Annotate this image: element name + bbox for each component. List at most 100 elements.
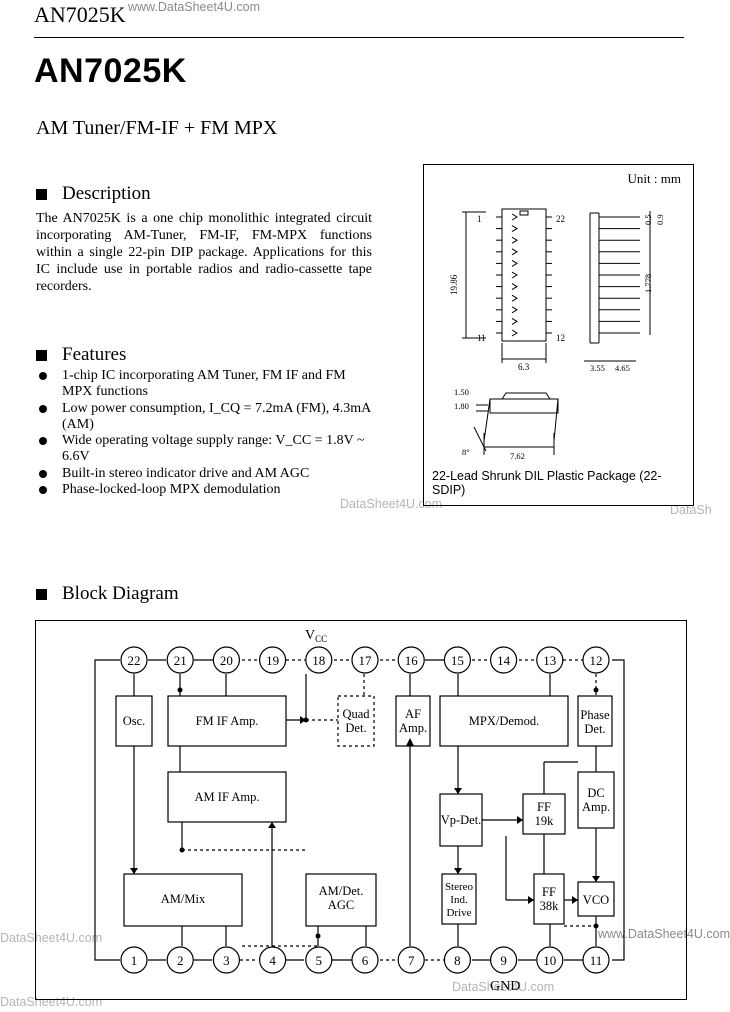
dim-height-b: 1.80 [454, 401, 469, 411]
lead-mark [511, 283, 518, 291]
right-rail [612, 659, 625, 961]
lead-mark [511, 294, 518, 302]
bullet-icon [39, 437, 47, 445]
block-label: DC [587, 786, 604, 800]
pin-15 [443, 646, 471, 674]
block-label: FM IF Amp. [196, 714, 259, 728]
pin-1 [120, 946, 148, 974]
dim-lead-b: 0.9 [655, 214, 665, 225]
pin-22 [120, 646, 148, 674]
arrow-icon [268, 822, 276, 828]
pin-10 [536, 946, 564, 974]
pin-number: 16 [405, 653, 419, 668]
block-diagram-heading: Block Diagram [36, 583, 179, 605]
block-label: 38k [540, 899, 560, 913]
package-drawing-box: Unit : mm [423, 164, 694, 506]
dim-lead-a: 0.5 [643, 214, 653, 225]
block-diagram-heading-text: Block Diagram [62, 583, 179, 604]
lead-mark [511, 329, 518, 337]
arrow-icon [528, 896, 534, 904]
feature-item: Wide operating voltage supply range: V_C… [36, 433, 378, 465]
block-label: AGC [328, 898, 354, 912]
junction-dot [179, 847, 185, 853]
pin-5 [305, 946, 333, 974]
pin-9 [490, 946, 518, 974]
pin-13 [536, 646, 564, 674]
lead-mark [511, 236, 518, 244]
block-ff-38k [533, 873, 565, 925]
watermark-bottom-right: www.DataSheet4U.com [598, 927, 730, 941]
pin-2 [166, 946, 194, 974]
pin-number: 2 [177, 953, 184, 968]
pin-4 [259, 946, 287, 974]
vcc-label: VCC [305, 628, 327, 644]
watermark-top: www.DataSheet4U.com [128, 0, 261, 14]
block-am-if-amp [167, 771, 287, 823]
section-bullet-icon [36, 588, 47, 600]
header-part-number: AN7025K [34, 2, 126, 27]
description-heading-text: Description [62, 183, 151, 204]
pin-8 [443, 946, 471, 974]
dim-pitch: 1.778 [643, 274, 653, 293]
block-label: Osc. [123, 714, 146, 728]
watermark-bottom-left: DataSheet4U.com [0, 995, 103, 1009]
pin-21 [166, 646, 194, 674]
pin-17 [351, 646, 379, 674]
junction-dot [315, 933, 321, 939]
junction-dot [303, 717, 309, 723]
package-drawing: 1 22 11 12 19.86 6.3 0.5 0.9 1.778 3.55 … [449, 208, 665, 461]
block-label: AM/Mix [161, 892, 206, 906]
block-label: Det. [584, 722, 605, 736]
pin-20 [212, 646, 240, 674]
block-label: AM IF Amp. [195, 790, 260, 804]
arrow-icon [130, 868, 138, 874]
dim-side-b: 4.65 [615, 363, 630, 373]
pin-number: 6 [362, 953, 369, 968]
watermark-left: DataSheet4U.com [0, 931, 103, 945]
dim-width: 6.3 [518, 362, 530, 372]
dim-height-a: 1.50 [454, 387, 469, 397]
pin-16 [397, 646, 425, 674]
pin-number: 5 [316, 953, 323, 968]
pin-12 [582, 646, 610, 674]
dim-length: 19.86 [449, 274, 459, 295]
block-label: Amp. [582, 800, 610, 814]
junction-dot [177, 687, 183, 693]
feature-item: Low power consumption, I_CQ = 7.2mA (FM)… [36, 401, 378, 433]
pin-number: 8 [454, 953, 461, 968]
features-heading-text: Features [62, 344, 127, 365]
bullet-icon [39, 404, 47, 413]
pin-number: 21 [174, 653, 187, 668]
arrow-icon [300, 716, 306, 724]
pin-label-22: 22 [556, 214, 565, 224]
pin-number: 12 [590, 653, 603, 668]
gnd-label: GND [490, 979, 520, 994]
features-heading: Features [36, 344, 126, 366]
pin-number: 4 [269, 953, 276, 968]
block-label: FF [537, 800, 551, 814]
block-stereo-ind-drive [441, 873, 477, 925]
package-top-view [501, 208, 547, 342]
junction-dot [593, 687, 599, 693]
arrow-icon [454, 868, 462, 874]
block-phase-det [577, 695, 613, 747]
lead-mark [511, 317, 518, 325]
block-label: Phase [580, 708, 610, 722]
block-label: Amp. [399, 721, 427, 735]
feature-item: 1-chip IC incorporating AM Tuner, FM IF … [36, 368, 378, 400]
pin-14 [490, 646, 518, 674]
block-label: Quad [342, 707, 370, 721]
pin-number: 10 [543, 953, 556, 968]
pin-number: 7 [408, 953, 415, 968]
dim-row-spacing: 7.62 [510, 451, 525, 461]
block-label: VCO [583, 893, 609, 907]
pin-label-11: 11 [477, 333, 486, 343]
page-subtitle: AM Tuner/FM-IF + FM MPX [36, 117, 278, 139]
block-label: AM/Det. [319, 884, 364, 898]
pin-number: 14 [497, 653, 511, 668]
bullet-icon [39, 469, 47, 478]
pin-number: 11 [590, 953, 603, 968]
pin-number: 1 [131, 953, 138, 968]
block-am-mix [123, 873, 243, 927]
pin-number: 15 [451, 653, 464, 668]
